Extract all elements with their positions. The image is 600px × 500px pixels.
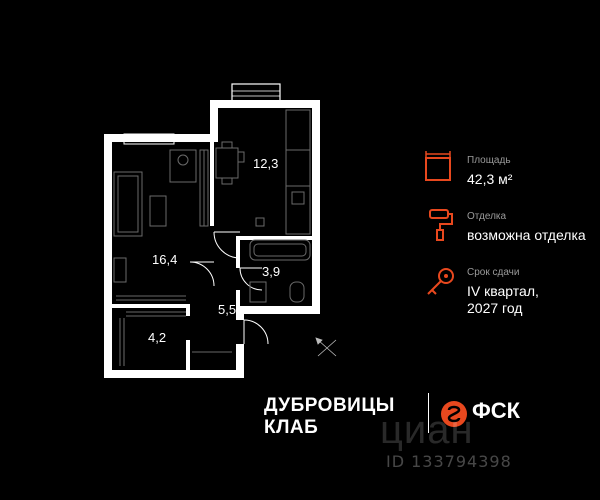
watermark-text: циан — [380, 408, 474, 452]
developer-name: ФСК — [472, 398, 521, 423]
room-area-kitchen: 12,3 — [253, 156, 279, 171]
wardrobe-shelving — [116, 295, 232, 366]
living-furniture — [113, 149, 209, 283]
doors — [189, 231, 269, 345]
paint-roller-icon — [429, 209, 453, 241]
delivery-value-line1: IV квартал, — [467, 283, 539, 299]
finish-value: возможна отделка — [467, 227, 586, 243]
room-area-hall: 5,5 — [218, 302, 237, 317]
area-value: 42,3 м² — [467, 171, 513, 187]
brand-line2: КЛАБ — [264, 417, 319, 438]
area-label: Площадь — [467, 155, 511, 166]
room-area-living: 16,4 — [152, 252, 178, 267]
compass-icon — [315, 337, 337, 357]
finish-label: Отделка — [467, 211, 507, 222]
floorplan-icon — [425, 151, 451, 181]
brand-line1: ДУБРОВИЦЫ — [264, 395, 395, 416]
kitchen-furniture — [215, 109, 311, 235]
delivery-label: Срок сдачи — [467, 267, 520, 278]
interior-walls — [112, 142, 312, 370]
bathroom-fixtures — [249, 239, 311, 303]
room-area-bathroom: 3,9 — [262, 264, 281, 279]
delivery-value-line2: 2027 год — [467, 300, 523, 316]
room-area-wardrobe: 4,2 — [148, 330, 167, 345]
watermark-id: ID 133794398 — [386, 452, 512, 471]
window-top — [231, 83, 281, 103]
fsk-logo-icon — [441, 401, 467, 427]
outer-walls — [104, 100, 320, 378]
key-icon — [427, 268, 454, 295]
brand-divider — [428, 393, 429, 433]
